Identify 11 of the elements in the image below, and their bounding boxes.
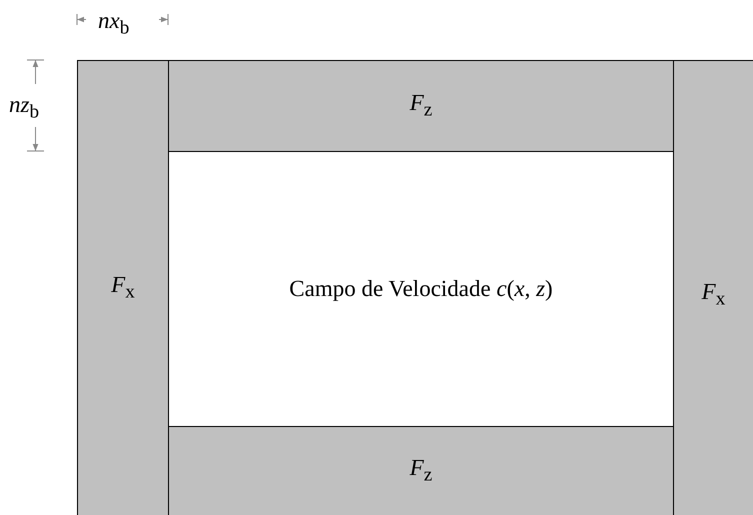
band-label: F$_{z}$ bbox=[410, 455, 432, 487]
boundary-band bbox=[673, 60, 753, 515]
dimension-label: nx$_{b}$ bbox=[98, 8, 130, 40]
band-label: F$_{z}$ bbox=[410, 90, 432, 122]
band-label: F$_{x}$ bbox=[111, 272, 135, 304]
dimension-label: nz$_{b}$ bbox=[9, 92, 40, 124]
boundary-band bbox=[168, 426, 674, 515]
region-label: Campo de Velocidade c(x, z) bbox=[289, 276, 553, 302]
boundary-band bbox=[168, 60, 674, 152]
boundary-band bbox=[77, 60, 169, 515]
band-label: F$_{x}$ bbox=[702, 279, 726, 311]
